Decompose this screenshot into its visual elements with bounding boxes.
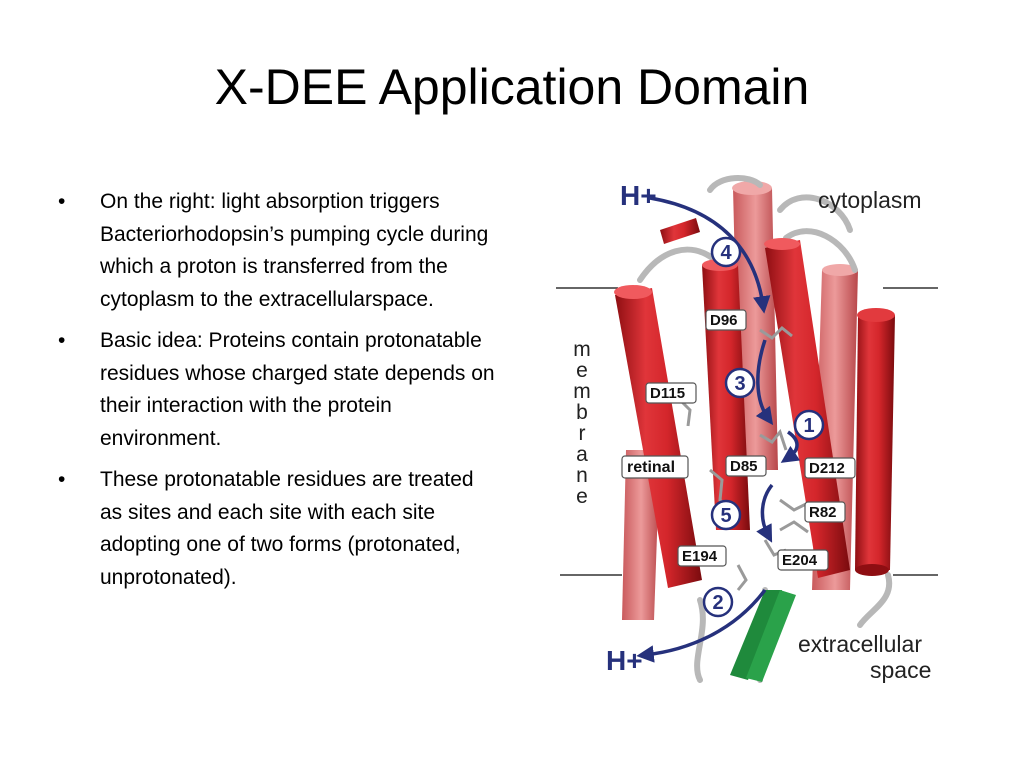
residue-label-e204: E204	[777, 549, 829, 571]
bullet-item: • These protonatable residues are treate…	[58, 464, 498, 594]
step-badges: 1 2 3 4 5	[702, 236, 825, 618]
membrane-letter: e	[576, 359, 588, 382]
bullet-list: • On the right: light absorption trigger…	[58, 186, 498, 603]
bacteriorhodopsin-diagram: H+ H+ cytoplasm extracellular space m e …	[550, 170, 945, 690]
residue-label-d212: D212	[804, 457, 856, 479]
membrane-letter: b	[576, 401, 588, 424]
membrane-letter: m	[573, 338, 591, 361]
step-badge-number: 2	[712, 592, 723, 614]
bullet-icon: •	[58, 329, 66, 352]
slide-title: X-DEE Application Domain	[214, 59, 810, 115]
bottom-proton-label: H+	[606, 645, 643, 676]
bullet-item: • On the right: light absorption trigger…	[58, 186, 498, 316]
membrane-letter: n	[576, 464, 588, 487]
bullet-text: These protonatable residues are treated …	[100, 468, 474, 589]
residue-label-e194: E194	[677, 545, 727, 567]
top-proton-label: H+	[620, 180, 657, 211]
bullet-item: • Basic idea: Proteins contain protonata…	[58, 325, 498, 455]
beta-strand	[730, 590, 796, 682]
residue-label-text: E204	[782, 552, 818, 569]
membrane-letter: r	[579, 422, 586, 445]
residue-label-text: D85	[730, 458, 758, 475]
loop-ribbons	[637, 175, 893, 683]
bullet-text: Basic idea: Proteins contain protonatabl…	[100, 329, 495, 450]
membrane-letter: a	[576, 443, 588, 466]
residue-label-d96: D96	[705, 309, 747, 331]
step-badge: 3	[724, 367, 756, 399]
residue-label-text: D115	[650, 385, 685, 402]
step-badge-number: 1	[803, 415, 814, 437]
residue-label-text: E194	[682, 548, 718, 565]
membrane-letter: e	[576, 485, 588, 508]
proton-arrows	[636, 196, 801, 663]
step-badge: 5	[710, 499, 742, 531]
bullet-icon: •	[58, 468, 66, 491]
residue-label-text: R82	[809, 504, 837, 521]
space-label: space	[870, 657, 931, 683]
residue-label-r82: R82	[804, 501, 846, 523]
bullet-icon: •	[58, 190, 66, 213]
residue-label-d115: D115	[645, 382, 697, 404]
step-badge: 2	[702, 586, 734, 618]
step-badge: 4	[710, 236, 742, 268]
residue-label-text: D212	[809, 460, 845, 477]
bullet-text: On the right: light absorption triggers …	[100, 190, 489, 311]
step-badge-number: 5	[720, 505, 731, 527]
step-badge-number: 3	[734, 373, 745, 395]
residue-labels: D96 D115 retinal D85 D212 R82 E194 E204	[621, 309, 856, 571]
extracellular-label: extracellular	[798, 631, 922, 657]
membrane-label: m e m b r a n e	[573, 338, 591, 508]
cytoplasm-label: cytoplasm	[818, 187, 922, 213]
residue-label-text: retinal	[627, 459, 675, 476]
residue-label-text: D96	[710, 312, 738, 329]
membrane-letter: m	[573, 380, 591, 403]
residue-label-d85: D85	[725, 455, 767, 477]
front-helices	[614, 218, 895, 588]
membrane-lines	[556, 287, 938, 576]
step-badge: 1	[793, 409, 825, 441]
step-badge-number: 4	[720, 242, 732, 264]
residue-label-retinal: retinal	[621, 455, 689, 479]
